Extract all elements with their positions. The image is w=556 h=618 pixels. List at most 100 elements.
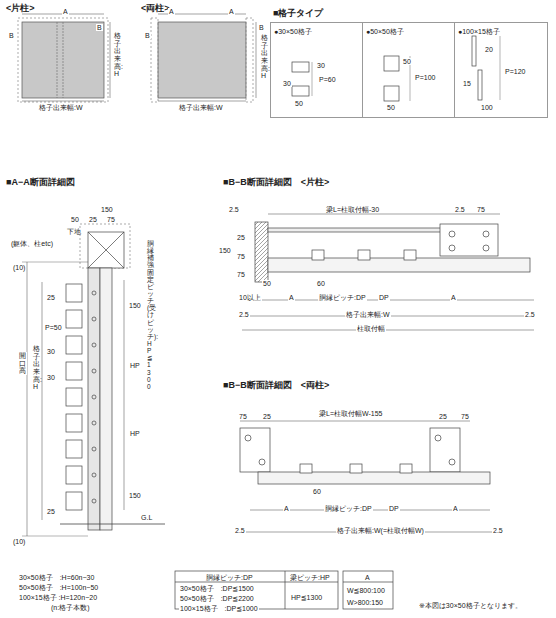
screw — [92, 395, 96, 399]
dimension-label: 75 — [236, 253, 246, 260]
dimension-label: 梁L=柱取付幅W-155 — [318, 410, 383, 417]
dimension-label: (10) — [12, 264, 26, 271]
dimension-label: A — [168, 8, 175, 15]
dimension-label: 30 — [316, 62, 326, 69]
dimension-label: 25 — [88, 216, 98, 223]
screw — [92, 343, 96, 347]
dimension-label: 25 — [46, 294, 56, 301]
dimension-label: DP — [388, 505, 400, 512]
dimension-label: B — [8, 32, 15, 39]
dimension-label: 150 — [128, 492, 142, 499]
dimension-label: 50×50格子 :DP≦2200 — [179, 595, 255, 602]
dimension-label: P=60 — [318, 76, 337, 83]
dimension-label: 50×50格子 :H=100n−50 — [18, 584, 99, 591]
dimension-label: A — [364, 574, 371, 581]
dimension-label: 60 — [312, 488, 322, 495]
dimension-label: DP — [378, 294, 390, 301]
dimension-label: 75 — [236, 271, 246, 278]
dimension-label: 格子出来幅:W — [178, 104, 224, 111]
dimension-label: 50 — [386, 104, 396, 111]
dimension-label: 2.5 — [238, 311, 250, 318]
dimension-label: 75 — [106, 216, 116, 223]
dimension-label: 2.5 — [524, 311, 536, 318]
dimension-label: 10以上 — [238, 294, 262, 301]
lattice-bar — [66, 466, 82, 484]
screw — [92, 499, 96, 503]
lattice-bar — [66, 336, 82, 354]
dimension-label: 25 — [438, 413, 448, 420]
dimension-label: 胴縁ピッチ:DP — [324, 505, 373, 512]
dimension-label: (n:格子本数) — [50, 604, 91, 611]
dimension-label: HP — [129, 362, 141, 369]
dimension-label: B — [96, 24, 103, 31]
dimension-label: 梁L=柱取付幅-30 — [325, 206, 380, 213]
dimension-label: 60 — [316, 280, 326, 287]
dimension-label: P=100 — [414, 74, 436, 81]
dimension-label: 25 — [262, 413, 272, 420]
lattice-bar — [66, 362, 82, 380]
dimension-label: 30 — [282, 80, 292, 87]
type-cell: ●50×50格子 — [363, 23, 455, 117]
dimension-label: 格子出来高:H — [260, 34, 269, 80]
cell-heading: ●50×50格子 — [363, 23, 454, 41]
dimension-label: 格子出来高:H — [113, 32, 122, 78]
dimension-label: 50 — [402, 58, 412, 65]
dimension-label: 30 — [46, 348, 56, 355]
lattice-bar — [66, 440, 82, 458]
dimension-label: 100×15格子 :H=120n−20 — [18, 594, 98, 601]
dimension-label: ※本図は30×50格子となります。 — [418, 602, 523, 609]
section-heading: <両柱> — [140, 4, 171, 13]
dimension-label: B — [144, 32, 151, 39]
section-heading: ■B−B断面詳細図 <両柱> — [222, 381, 330, 390]
dimension-label: 75 — [476, 206, 486, 213]
dimension-label: 格子出来高:H — [32, 345, 41, 391]
dimension-label: 2.5 — [454, 206, 466, 213]
dimension-label: 50 — [70, 216, 80, 223]
dimension-label: 30×50格子 :DP≦1500 — [179, 585, 255, 592]
dimension-label: 2.5 — [228, 206, 240, 213]
dimension-label: 梁ピッチ:HP — [289, 574, 331, 581]
panel-heading: ■格子タイプ — [273, 7, 323, 20]
section-heading: ■A−A断面詳細図 — [5, 178, 76, 187]
dimension-label: B — [258, 24, 265, 31]
dimension-label: 75 — [238, 413, 248, 420]
dimension-label: (躯体、柱etc) — [10, 240, 54, 247]
screw — [92, 317, 96, 321]
dimension-label: 25 — [236, 234, 246, 241]
dimension-label: 150 — [218, 247, 232, 254]
dimension-label: 50 — [262, 280, 272, 287]
lattice-bar — [66, 284, 82, 302]
dimension-label: HP≦1300 — [290, 594, 323, 601]
screw — [92, 473, 96, 477]
dimension-label: 胴縁補強固定ピッチ(受けピッチ):HP≦1300 — [146, 240, 155, 390]
dimension-label: 30×50格子 :H=60n−30 — [18, 574, 95, 581]
dimension-label: G.L — [140, 514, 153, 521]
type-cell: ●30×50格子 — [271, 23, 363, 117]
section-heading: <片柱> — [5, 4, 36, 13]
dimension-label: 開口高 — [18, 352, 27, 375]
dimension-label: A — [228, 8, 235, 15]
dimension-label: 100 — [480, 104, 494, 111]
dimension-label: 50 — [294, 100, 304, 107]
dimension-label: (10) — [12, 538, 26, 545]
dimension-label: P=120 — [504, 68, 526, 75]
dimension-label: A — [288, 294, 295, 301]
lattice-bar — [66, 414, 82, 432]
lattice-bar — [66, 492, 82, 510]
section-heading: ■B−B断面詳細図 <片柱> — [222, 178, 330, 187]
dimension-label: 15 — [462, 80, 472, 87]
cell-heading: ●30×50格子 — [271, 23, 362, 41]
lattice-bar — [66, 388, 82, 406]
screw — [92, 369, 96, 373]
dimension-label: 100×15格子 :DP≦1000 — [179, 605, 259, 612]
dimension-label: 格子出来幅:W — [38, 104, 84, 111]
dimension-label: A — [62, 8, 69, 15]
lattice-bar — [66, 310, 82, 328]
dimension-label: W>800:150 — [346, 599, 384, 606]
dimension-label: P=50 — [44, 324, 63, 331]
dimension-label: 胴縁ピッチ:DP — [318, 294, 367, 301]
type-panel: ■格子タイプ●30×50格子●50×50格子●100×15格子 — [270, 22, 548, 118]
dimension-label: 25 — [46, 508, 56, 515]
screw — [92, 447, 96, 451]
